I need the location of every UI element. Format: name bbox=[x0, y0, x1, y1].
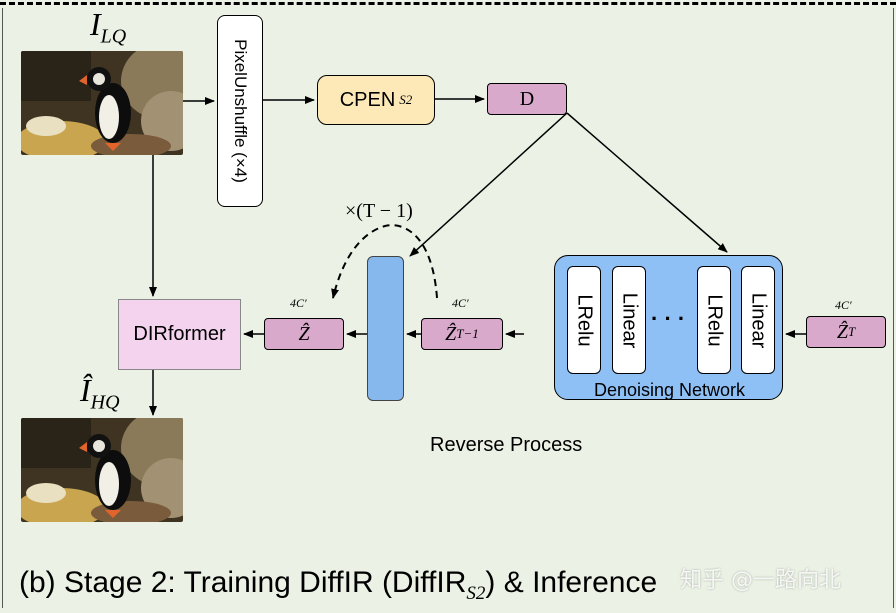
d-block: D bbox=[487, 83, 567, 115]
linear-layer-2: Linear bbox=[741, 266, 775, 374]
cpen-block: CPEN S2 bbox=[317, 75, 435, 125]
reverse-step-block bbox=[367, 256, 404, 401]
linear-layer-1: Linear bbox=[612, 266, 646, 374]
input-lq-image bbox=[21, 51, 183, 155]
right-border bbox=[893, 8, 894, 608]
output-hq-label: ÎHQ bbox=[80, 372, 120, 414]
z-hat-block: Ẑ bbox=[264, 318, 344, 350]
output-hq-image bbox=[21, 418, 183, 522]
denoising-network: LRelu Linear · · · LRelu Linear Denoisin… bbox=[554, 255, 783, 400]
d-label: D bbox=[519, 87, 535, 110]
ellipsis-dots: · · · bbox=[651, 306, 686, 331]
left-border bbox=[2, 8, 3, 608]
dirformer-label: DIRformer bbox=[133, 323, 226, 345]
pixel-unshuffle-block: PixelUnshuffle (×4) bbox=[217, 15, 263, 207]
lrelu-layer-1: LRelu bbox=[567, 266, 601, 374]
loop-count-label: ×(T − 1) bbox=[345, 200, 413, 222]
lrelu-layer-2: LRelu bbox=[697, 266, 731, 374]
cpen-subscript: S2 bbox=[399, 92, 413, 107]
input-lq-label: ILQ bbox=[90, 6, 127, 48]
top-dashed-border bbox=[0, 2, 896, 5]
figure-caption: (b) Stage 2: Training DiffIR (DiffIRS2) … bbox=[19, 566, 658, 604]
z-hat-dim-label: 4C′ bbox=[290, 296, 307, 310]
reverse-process-label: Reverse Process bbox=[430, 434, 583, 456]
denoising-network-label: Denoising Network bbox=[593, 380, 746, 400]
cpen-label: CPEN bbox=[339, 88, 396, 111]
pixel-unshuffle-label: PixelUnshuffle (×4) bbox=[231, 39, 251, 183]
watermark: 知乎 @一路向北 bbox=[680, 568, 841, 593]
z-t-dim-label: 4C′ bbox=[835, 298, 852, 312]
z-t-minus-1-dim-label: 4C′ bbox=[452, 296, 469, 310]
dirformer-block: DIRformer bbox=[118, 299, 241, 370]
